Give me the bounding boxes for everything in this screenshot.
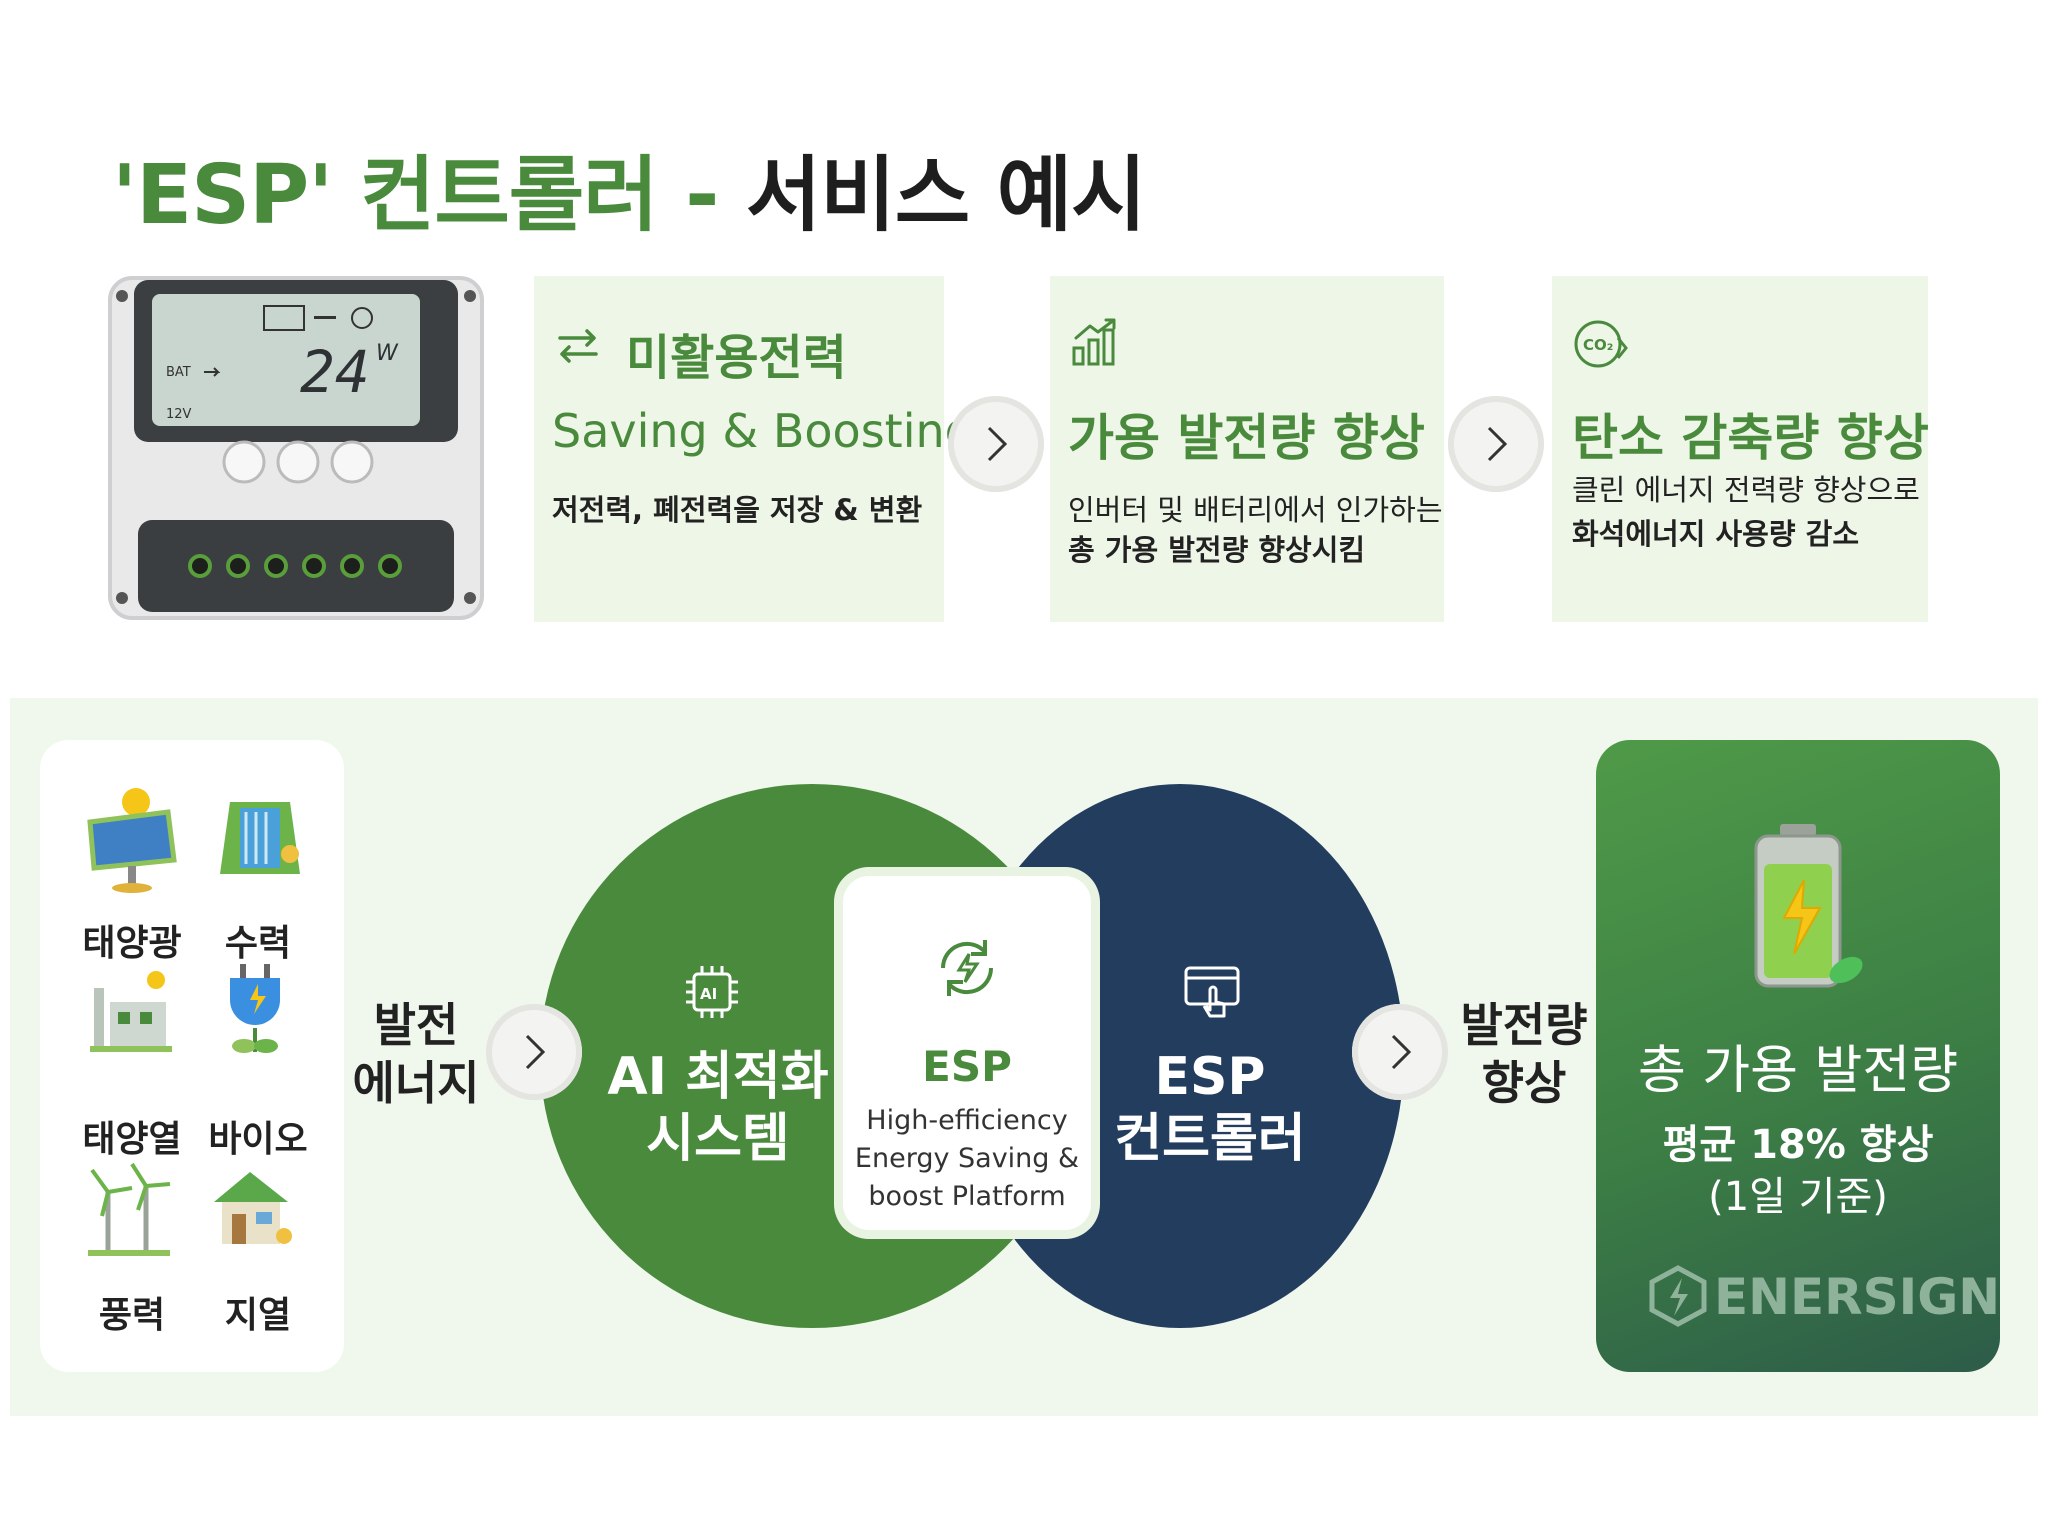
- input-label-line-1: 발전: [373, 998, 459, 1052]
- esp-platform-card: ESP High-efficiency Energy Saving & boos…: [843, 876, 1091, 1230]
- output-label: 발전량 향상: [1456, 996, 1592, 1112]
- wind-turbine-icon: [88, 1162, 171, 1256]
- esp-title: ESP: [922, 1042, 1012, 1091]
- solar-thermal-plant-icon: [90, 971, 172, 1052]
- card-description: 저전력, 폐전력을 저장 & 변환: [552, 493, 923, 527]
- output-label-line-2: 향상: [1481, 1056, 1567, 1110]
- result-value: 평균 18% 향상: [1662, 1122, 1934, 1168]
- card-subheading: Saving & Boosting: [552, 404, 974, 458]
- brand-wordmark: ENERSIGN: [1714, 1268, 2001, 1326]
- battery-label: BAT: [166, 365, 191, 380]
- title-dark-part: 서비스 예시: [745, 148, 1147, 243]
- result-basis: (1일 기준): [1708, 1174, 1888, 1220]
- hydro-dam-icon: [220, 802, 300, 874]
- energy-cycle-icon: [940, 940, 994, 996]
- title-green-part: 'ESP' 컨트롤러 -: [112, 148, 746, 243]
- ai-chip-icon: AI: [686, 966, 738, 1018]
- power-unit: W: [376, 341, 399, 366]
- controller-title-line-1: ESP: [1154, 1047, 1266, 1107]
- chevron-right-icon: [1448, 396, 1544, 492]
- card-heading: 탄소 감축량 향상: [1572, 409, 1929, 467]
- power-reading: 24: [300, 338, 370, 406]
- esp-description-line-3: boost Platform: [868, 1181, 1066, 1212]
- co2-reduction-icon: CO₂: [1574, 320, 1628, 368]
- svg-text:CO₂: CO₂: [1583, 336, 1613, 354]
- svg-text:AI: AI: [700, 985, 717, 1003]
- esp-controller-device-image: BAT 12V 24 W: [108, 276, 484, 620]
- energy-sources-panel: 태양광 수력 태양열 바이오 풍력 지열: [40, 740, 344, 1372]
- ai-title-line-1: AI 최적화: [607, 1047, 829, 1107]
- feature-card-saving: 미활용전력 Saving & Boosting 저전력, 폐전력을 저장 & 변…: [534, 276, 974, 622]
- input-label: 발전 에너지: [346, 996, 486, 1112]
- card-description-line-1: 클린 에너지 전력량 향상으로: [1572, 473, 1920, 507]
- ai-system-title: AI 최적화 시스템: [588, 1046, 848, 1170]
- source-label: 태양열: [82, 1119, 182, 1160]
- page-title: 'ESP' 컨트롤러 - 서비스 예시: [112, 128, 1147, 247]
- feature-card-carbon: CO₂ 탄소 감축량 향상 클린 에너지 전력량 향상으로 화석에너지 사용량 …: [1552, 276, 1929, 622]
- source-label: 수력: [224, 923, 292, 964]
- source-label: 풍력: [98, 1295, 166, 1336]
- chevron-right-icon: [486, 1004, 582, 1100]
- card-description-line-2: 총 가용 발전량 향상시킴: [1068, 533, 1366, 567]
- card-heading: 가용 발전량 향상: [1068, 409, 1425, 467]
- input-label-line-2: 에너지: [352, 1056, 480, 1110]
- solar-panel-icon: [87, 788, 177, 893]
- enersign-logo-icon: [1649, 1265, 1707, 1327]
- card-description-line-1: 인버터 및 배터리에서 인가하는: [1068, 493, 1443, 527]
- exchange-arrows-icon: [558, 329, 598, 363]
- result-panel: 총 가용 발전량 평균 18% 향상 (1일 기준) ENERSIGN: [1596, 740, 2000, 1372]
- controller-title-line-2: 컨트롤러: [1114, 1109, 1306, 1169]
- card-description-line-2: 화석에너지 사용량 감소: [1572, 517, 1859, 551]
- source-label: 바이오: [208, 1119, 308, 1160]
- source-label: 태양광: [82, 923, 182, 964]
- esp-description-line-2: Energy Saving &: [854, 1143, 1080, 1174]
- feature-card-capacity: 가용 발전량 향상 인버터 및 배터리에서 인가하는 총 가용 발전량 향상시킴: [1050, 276, 1444, 622]
- geothermal-house-icon: [214, 1172, 292, 1244]
- source-label: 지열: [224, 1295, 292, 1336]
- growth-bar-chart-icon: [1072, 318, 1116, 366]
- battery-charge-icon: [1754, 824, 1863, 988]
- touch-screen-icon: [1184, 966, 1240, 1018]
- chevron-right-icon: [948, 396, 1044, 492]
- esp-description: High-efficiency Energy Saving & boost Pl…: [843, 1102, 1091, 1216]
- output-label-line-1: 발전량: [1460, 998, 1588, 1052]
- esp-description-line-1: High-efficiency: [866, 1105, 1068, 1136]
- ai-title-line-2: 시스템: [646, 1109, 790, 1169]
- bio-plug-icon: [230, 964, 280, 1053]
- card-heading: 미활용전력: [626, 330, 847, 386]
- chevron-right-icon: [1352, 1004, 1448, 1100]
- voltage-label: 12V: [166, 407, 192, 422]
- esp-controller-title: ESP 컨트롤러: [1090, 1046, 1330, 1170]
- result-title: 총 가용 발전량: [1637, 1041, 1959, 1101]
